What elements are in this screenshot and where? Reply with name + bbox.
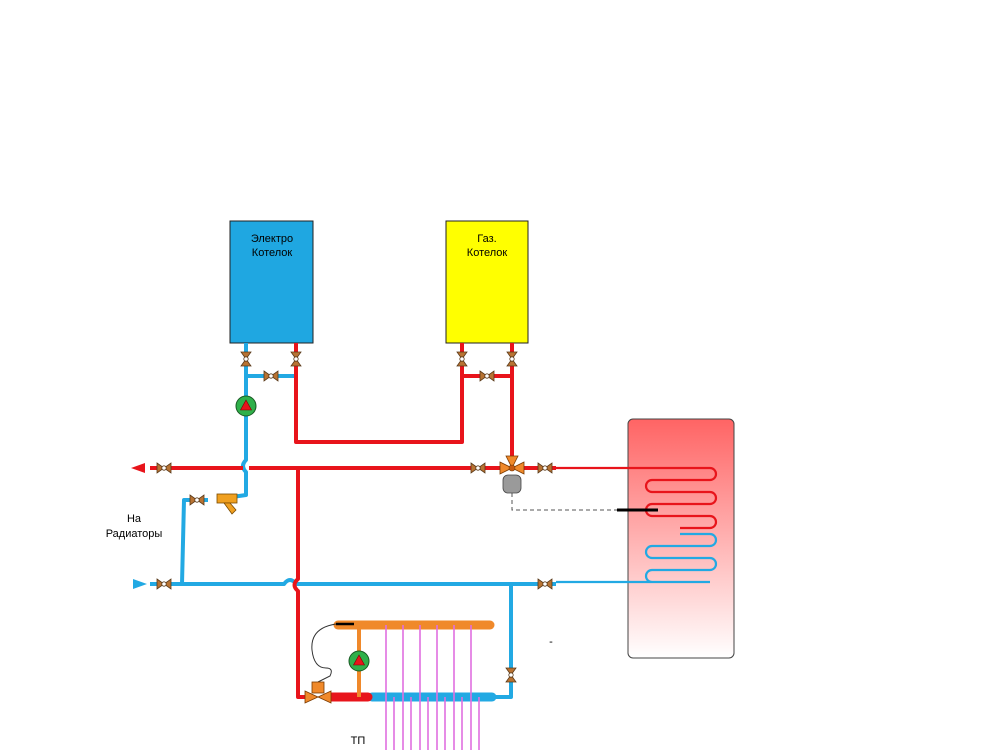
ball-valve-icon[interactable] xyxy=(537,578,553,590)
ball-valve-icon[interactable] xyxy=(189,494,205,506)
tank-coil-cold xyxy=(556,532,718,584)
radiators-label-1: На xyxy=(127,513,142,525)
circulation-pump-icon[interactable] xyxy=(235,395,257,417)
three-way-valve-icon[interactable] xyxy=(304,681,332,704)
valve-actuator-icon xyxy=(502,474,522,494)
strainer-icon xyxy=(216,493,238,515)
ball-valve-icon[interactable] xyxy=(506,351,518,367)
gas-boiler-label-1: Газ. xyxy=(477,233,496,245)
gas-boiler xyxy=(445,220,529,344)
ball-valve-icon[interactable] xyxy=(240,351,252,367)
return-pipes xyxy=(150,343,556,702)
floor-heating-loops xyxy=(385,625,480,750)
dash-mark: - xyxy=(549,636,553,648)
electric-boiler xyxy=(229,220,314,344)
ball-valve-icon[interactable] xyxy=(479,370,495,382)
manifold-supply xyxy=(311,620,495,697)
electric-boiler-label-2: Котелок xyxy=(252,247,293,259)
storage-tank xyxy=(627,418,735,659)
three-way-valve-icon[interactable] xyxy=(499,455,525,475)
ball-valve-icon[interactable] xyxy=(456,351,468,367)
circulation-pump-icon[interactable] xyxy=(348,650,370,672)
radiators-label-2: Радиаторы xyxy=(106,528,163,540)
ball-valve-icon[interactable] xyxy=(156,578,172,590)
tank-coil-hot xyxy=(556,466,718,530)
electric-boiler-label-1: Электро xyxy=(251,233,293,245)
gas-boiler-label-2: Котелок xyxy=(467,247,508,259)
ball-valve-icon[interactable] xyxy=(537,462,553,474)
ball-valve-icon[interactable] xyxy=(470,462,486,474)
ball-valve-icon[interactable] xyxy=(263,370,279,382)
sensor-wire xyxy=(511,493,617,511)
ball-valve-icon[interactable] xyxy=(156,462,172,474)
supply-pipes xyxy=(150,343,556,702)
flow-arrow-icon xyxy=(133,579,147,589)
ball-valve-icon[interactable] xyxy=(505,667,517,683)
flow-arrow-icon xyxy=(131,463,145,473)
floor-heating-label: ТП xyxy=(351,735,366,747)
ball-valve-icon[interactable] xyxy=(290,351,302,367)
